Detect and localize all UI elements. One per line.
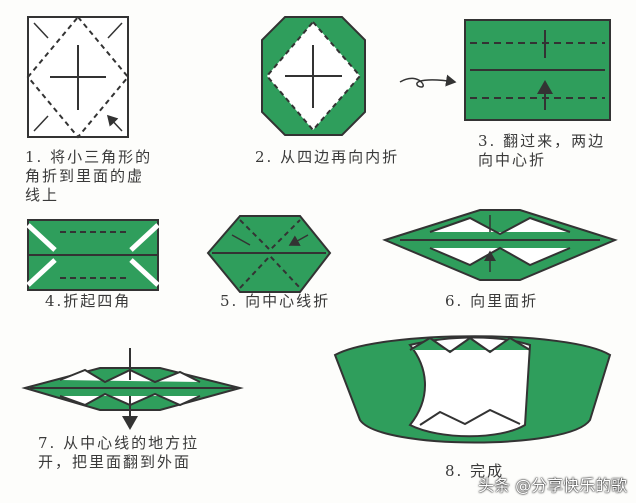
step5-hexagon [206, 215, 332, 293]
caption-line: 1. 将小三角形的 [25, 148, 153, 166]
caption-line: 8. 完成 [445, 462, 505, 480]
step2-caption: 2. 从四边再向内折 [255, 148, 399, 167]
step4-caption: 4.折起四角 [45, 292, 131, 311]
caption-line: 7. 从中心线的地方拉 [38, 434, 200, 452]
step6-caption: 6. 向里面折 [445, 292, 538, 311]
step8-boat [333, 335, 612, 444]
step6-diamond [382, 209, 618, 281]
step1-square [26, 15, 130, 139]
watermark: 头条 @分享快乐的歌 [478, 476, 628, 495]
step1-caption: 1. 将小三角形的 角折到里面的虚 线上 [25, 148, 152, 205]
step3-rectangle [464, 19, 611, 121]
step3-caption: 3. 翻过来，两边 向中心折 [478, 132, 605, 170]
flip-arrow [399, 74, 457, 88]
caption-line: 5. 向中心线折 [220, 292, 331, 310]
step5-caption: 5. 向中心线折 [220, 292, 330, 311]
step7-flat-boat [21, 348, 244, 428]
caption-line: 开，把里面翻到外面 [38, 453, 192, 471]
caption-line: 6. 向里面折 [445, 292, 539, 310]
step8-caption: 8. 完成 [445, 462, 504, 481]
caption-line: 2. 从四边再向内折 [255, 148, 400, 166]
caption-line: 3. 翻过来，两边 [478, 132, 606, 150]
step4-rectangle [26, 219, 160, 291]
step7-caption: 7. 从中心线的地方拉 开，把里面翻到外面 [38, 434, 199, 472]
step2-octagon [261, 16, 366, 136]
caption-line: 线上 [25, 186, 60, 204]
caption-line: 角折到里面的虚 [25, 167, 145, 185]
caption-line: 4.折起四角 [45, 292, 132, 310]
caption-line: 向中心折 [478, 151, 547, 169]
